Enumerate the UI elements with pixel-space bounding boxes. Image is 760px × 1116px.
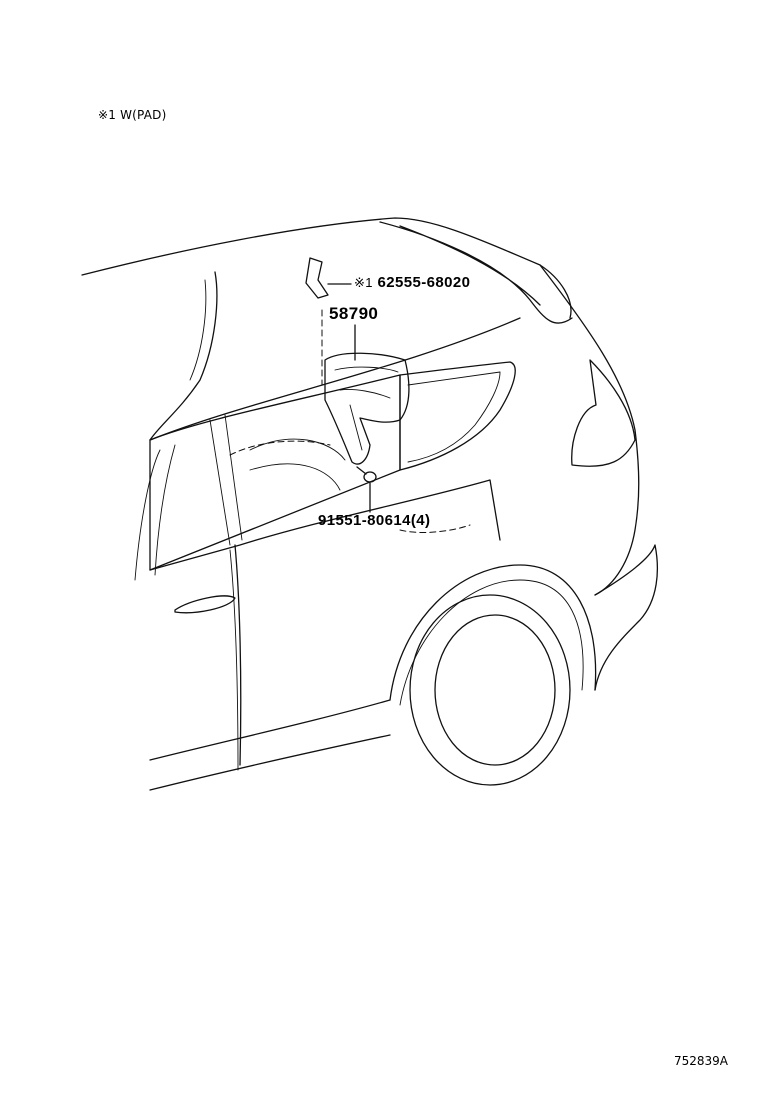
quarter-window [399, 361, 516, 471]
rear-bumper [594, 544, 659, 691]
assist-handle-part [324, 352, 410, 465]
roof-line [81, 217, 572, 319]
callout-handle: 58790 [329, 304, 379, 323]
spoiler [379, 221, 573, 324]
interior-seat [249, 438, 346, 491]
wheel-arch-inner [399, 579, 584, 706]
door-seam [234, 544, 242, 766]
rocker-bottom [149, 734, 391, 791]
front-pillar [149, 271, 218, 441]
screw-part [363, 471, 377, 483]
callout-pad-mark: ※1 [354, 275, 373, 290]
callout-pad-number: 62555-68020 [377, 274, 471, 291]
quarter-window-inner [407, 371, 501, 463]
diagram-id: 752839A [673, 1054, 728, 1068]
rocker-line [149, 699, 391, 761]
door-seam-inner [229, 549, 239, 771]
assist-handle-detail [334, 366, 399, 451]
door-window-frame [209, 414, 243, 546]
screw-shaft [356, 466, 367, 475]
wheel-arch-outer [389, 564, 597, 701]
hidden-line-1 [229, 440, 331, 456]
wheel-tire [409, 594, 571, 786]
front-pillar-inner [189, 279, 207, 381]
hidden-line-3 [399, 524, 471, 533]
body-lower [149, 479, 501, 571]
door-window [149, 374, 401, 571]
belt-upper [149, 317, 521, 441]
footnote-label: ※1 W(PAD) [98, 108, 167, 122]
wheel-rim [434, 614, 556, 766]
door-window-curve [134, 444, 176, 581]
taillamp [571, 359, 636, 467]
callout-screw: 91551-80614(4) [318, 512, 431, 529]
pad-part [305, 257, 329, 299]
door-handle [174, 595, 236, 614]
rear-quarter [539, 264, 640, 596]
callout-pad: ※1 62555-68020 [354, 274, 470, 291]
